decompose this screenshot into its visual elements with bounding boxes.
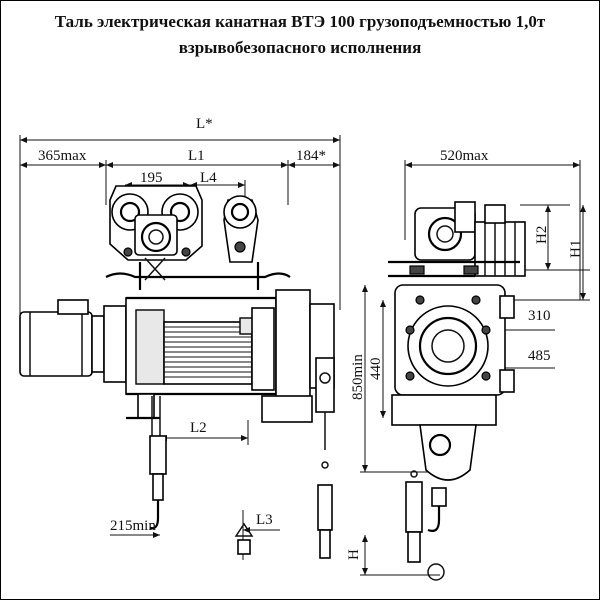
dim-H-left: H bbox=[346, 549, 362, 560]
trolley-crossbeam bbox=[105, 272, 291, 279]
drawing-title-line-2: взрывобезопасного исполнения bbox=[178, 38, 422, 57]
side-hook-block bbox=[405, 424, 477, 581]
front-dimension-lines bbox=[19, 135, 341, 560]
dim-310: 310 bbox=[528, 308, 551, 324]
front-load-symbols bbox=[234, 461, 333, 559]
drum-grooves bbox=[164, 326, 252, 378]
front-motor bbox=[19, 299, 127, 383]
dim-850min: 850min bbox=[350, 354, 366, 400]
dim-H1: H1 bbox=[568, 240, 584, 258]
side-trolley bbox=[388, 201, 526, 278]
trolley-right-wheel bbox=[223, 195, 259, 263]
dim-520max: 520max bbox=[440, 148, 489, 164]
dim-184: 184* bbox=[296, 148, 326, 164]
dim-L4: L4 bbox=[200, 170, 217, 186]
dim-L2: L2 bbox=[190, 420, 207, 436]
dimension-labels: L* 365max L1 184* 195 L4 L2 215min L3 52… bbox=[38, 116, 584, 560]
drawing-title-line-1: Таль электрическая канатная ВТЭ 100 груз… bbox=[54, 12, 546, 31]
dim-440: 440 bbox=[368, 358, 384, 381]
dim-L1: L1 bbox=[188, 148, 205, 164]
dim-215min: 215min bbox=[110, 518, 156, 534]
side-gearbox bbox=[391, 284, 515, 426]
dim-485: 485 bbox=[528, 348, 551, 364]
dim-365max: 365max bbox=[38, 148, 87, 164]
front-hook-block bbox=[149, 396, 167, 530]
dim-L3: L3 bbox=[256, 512, 273, 528]
rope-drum-assembly bbox=[125, 289, 335, 450]
dim-195: 195 bbox=[140, 170, 163, 186]
trolley-left-plate bbox=[109, 185, 203, 261]
dim-H2: H2 bbox=[534, 226, 550, 244]
dim-L-total: L* bbox=[196, 116, 213, 132]
